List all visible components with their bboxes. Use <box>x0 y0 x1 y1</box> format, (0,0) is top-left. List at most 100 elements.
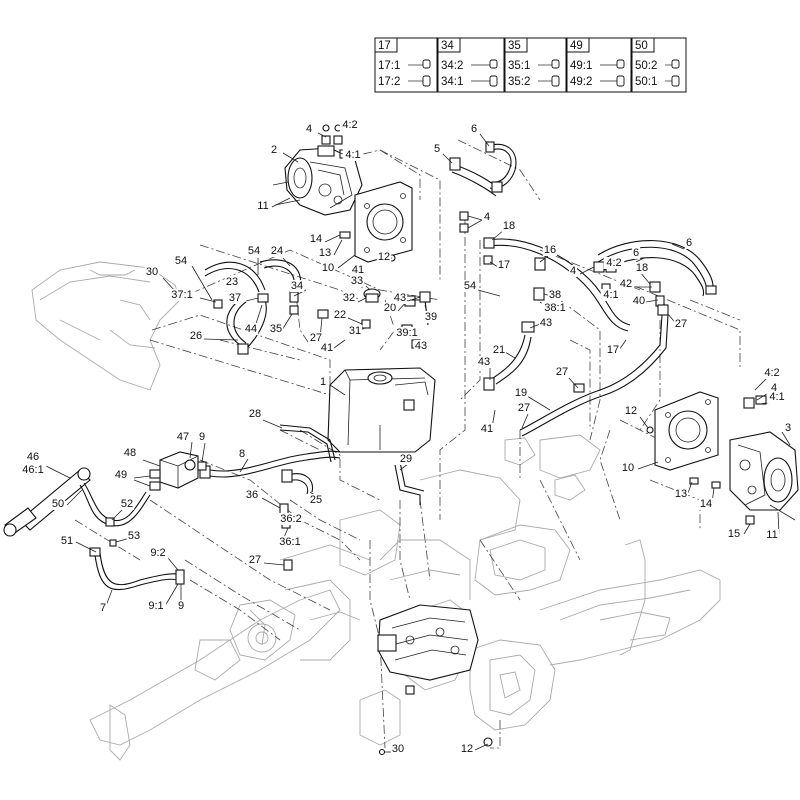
callout-bg <box>173 255 189 267</box>
callout-bg <box>413 340 429 352</box>
callout-bg <box>243 323 259 335</box>
hoses-lower-left <box>79 482 185 590</box>
callout-label: 1 <box>320 376 326 388</box>
callout-bg <box>176 600 186 612</box>
callout-bg <box>600 289 622 301</box>
fitting-icon <box>616 75 625 87</box>
callout-bg <box>347 325 363 337</box>
callout-bg <box>319 342 335 354</box>
callout-bg <box>631 247 641 259</box>
callout-bg <box>119 498 135 510</box>
callout-label: 33 <box>351 275 363 287</box>
callout-bg <box>631 295 647 307</box>
callout-label: 43 <box>415 340 427 352</box>
callout-bg <box>459 743 475 755</box>
adapter-plate-10-right <box>646 391 721 489</box>
callout-bg <box>634 262 650 274</box>
callout-bg <box>59 535 75 547</box>
callout-label: 4 <box>771 382 777 394</box>
callout-bg <box>269 245 285 257</box>
callout-bg <box>501 220 517 232</box>
callout-label: 36 <box>246 489 258 501</box>
callout-bg <box>247 408 263 420</box>
callout-bg <box>308 233 324 245</box>
fitting-icon <box>551 59 560 69</box>
callout-label: 41 <box>352 264 364 276</box>
callout-bg <box>423 311 439 323</box>
callout-label: 27 <box>249 554 261 566</box>
callout-label: 51 <box>61 535 73 547</box>
fitting-icon <box>671 75 680 87</box>
callout-label: 6 <box>686 237 692 249</box>
callout-bg <box>147 547 169 559</box>
callout-bg <box>244 489 260 501</box>
detail-box-row-label: 34:2 <box>441 60 463 72</box>
callout-bg <box>98 602 108 614</box>
callout-bg <box>144 266 160 278</box>
callout-label: 31 <box>349 325 361 337</box>
callout-label: 26 <box>190 330 202 342</box>
callout-bg <box>623 405 639 417</box>
callout-label: 23 <box>226 276 238 288</box>
callout-bg <box>462 280 478 292</box>
callout-bg <box>318 376 328 388</box>
callout-label: 46:1 <box>22 464 43 476</box>
callout-label: 39 <box>425 311 437 323</box>
callout-bg <box>603 257 625 269</box>
callout-bg <box>764 529 780 541</box>
callout-bg <box>684 237 694 249</box>
callout-label: 43 <box>478 356 490 368</box>
callout-label: 37 <box>229 292 241 304</box>
detail-box-row-label: 49:1 <box>570 60 592 72</box>
detail-box-row-label: 34:1 <box>441 76 463 88</box>
callout-bg <box>339 119 361 131</box>
fitting-icon <box>616 59 625 69</box>
callout-bg <box>482 211 492 223</box>
callout-label: 40 <box>633 295 645 307</box>
callout-bg <box>390 743 406 755</box>
callout-label: 43 <box>540 317 552 329</box>
callout-bg <box>542 244 558 256</box>
callout-label: 2 <box>271 144 277 156</box>
fitting-icon <box>422 59 431 69</box>
callout-label: 37:1 <box>171 289 192 301</box>
callout-bg <box>50 498 66 510</box>
callout-label: 44 <box>245 323 257 335</box>
callout-bg <box>320 262 336 274</box>
callout-label: 17 <box>607 344 619 356</box>
callout-label: 41 <box>481 423 493 435</box>
callout-label: 9:2 <box>150 547 165 559</box>
callout-label: 10 <box>622 462 634 474</box>
fitting-icon <box>489 75 498 87</box>
detail-box-row-label: 17:2 <box>378 76 400 88</box>
callout-bg <box>349 275 365 287</box>
callout-label: 54 <box>464 280 476 292</box>
callout-label: 10 <box>322 262 334 274</box>
callout-label: 18 <box>503 220 515 232</box>
callout-label: 30 <box>146 266 158 278</box>
callout-label: 12 <box>625 405 637 417</box>
callout-label: 24 <box>271 245 283 257</box>
hoses-left-group <box>204 259 329 355</box>
callout-label: 27 <box>675 318 687 330</box>
hoses-5-6 <box>449 141 517 233</box>
callout-label: 9:1 <box>148 600 163 612</box>
callout-bg <box>605 344 621 356</box>
callout-bg <box>175 431 191 443</box>
callout-label: 4 <box>484 211 490 223</box>
hose-8 <box>199 450 341 479</box>
callout-bg <box>783 422 793 434</box>
callout-label: 20 <box>384 302 396 314</box>
callout-label: 11 <box>257 200 268 212</box>
callout-bg <box>376 251 392 263</box>
callout-label: 13 <box>319 247 331 259</box>
callout-bg <box>237 448 247 460</box>
detail-box-title: 49 <box>570 40 583 52</box>
hose-19 <box>519 304 669 437</box>
callout-label: 48 <box>124 447 136 459</box>
